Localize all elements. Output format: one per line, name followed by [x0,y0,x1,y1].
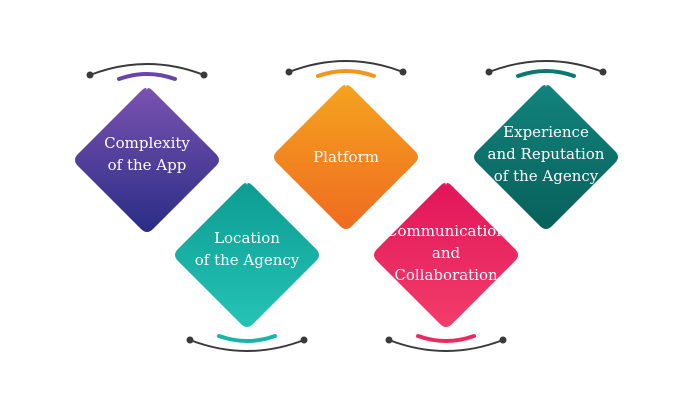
connector-dot [599,68,607,76]
diamond-location [175,183,319,327]
connector-arc [89,63,205,76]
connector-dot [300,336,308,344]
accent-arc [516,69,576,78]
diamond-communication [374,183,518,327]
connector-dot [200,71,208,79]
connector-dot [385,336,393,344]
diamond-platform [274,85,418,229]
connector-dot [399,68,407,76]
accent-arc [416,334,476,343]
label-line: Platform [313,148,379,166]
connector-dot [485,68,493,76]
label-line: of the Agency [493,167,599,185]
connector-dot [285,68,293,76]
connector-dot [186,336,194,344]
accent-arc [316,69,376,78]
connector-arc [288,60,404,73]
label-line: and [431,244,461,262]
label-complexity-of-the-app: Complexity of the App [77,132,217,176]
label-communication-and-collaboration: Communication and Collaboration [376,220,516,286]
accent-arc [217,334,277,343]
connector-arc [189,339,305,352]
label-line: of the Agency [194,251,300,269]
connector-dot [499,336,507,344]
label-line: Experience [503,123,589,141]
diamond-experience [474,85,618,229]
label-line: and Reputation [487,145,605,163]
connector-arc [388,339,504,352]
label-line: Location [214,229,280,247]
label-line: Collaboration [394,266,498,284]
label-location-of-the-agency: Location of the Agency [177,227,317,271]
shapes-layer [75,60,618,352]
label-line: Communication [386,222,506,240]
label-line: of the App [107,156,187,174]
label-experience-and-reputation: Experience and Reputation of the Agency [476,121,616,187]
connector-dot [86,71,94,79]
diamond-complexity [75,88,219,232]
label-line: Complexity [104,134,190,152]
connector-arc [488,60,604,73]
accent-arc [117,72,177,81]
label-platform: Platform [276,146,416,168]
